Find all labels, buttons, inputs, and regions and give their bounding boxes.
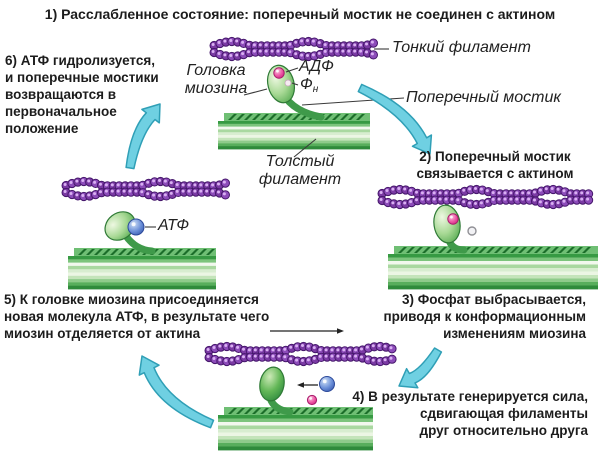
label-adp: АДФ	[299, 58, 334, 75]
adp-dot	[306, 394, 318, 406]
myosin-head	[104, 211, 156, 255]
myosin-head	[259, 366, 294, 416]
released-phosphate-dot	[467, 226, 477, 236]
label-pi: Фн	[300, 76, 319, 95]
nucleotide-molecules	[127, 67, 477, 406]
pi-dot	[284, 79, 292, 87]
step-6-line: 6) АТФ гидролизуется,	[5, 53, 155, 68]
step-3-text: 3) Фосфат выбрасывается, приводя к конфо…	[383, 291, 586, 342]
adp-dot	[273, 67, 285, 79]
label-cross-bridge: Поперечный мостик	[406, 89, 561, 106]
thin-filament	[377, 184, 594, 210]
thin-filament-actin-chains	[61, 36, 594, 367]
step-4-line: друг относительно друга	[419, 423, 589, 438]
label-myosin-head: Головка миозина	[184, 62, 248, 97]
step-4-line: 4) В результате генерируется сила,	[352, 389, 588, 404]
thick-filament	[218, 113, 370, 150]
atp-ball	[319, 376, 335, 392]
step-5-line: 5) К головке миозина присоединяется	[4, 292, 259, 307]
step-6-line: и поперечные мостики	[5, 70, 159, 85]
step-6-line: возвращаются в	[5, 87, 117, 102]
step-5-text: 5) К головке миозина присоединяется нова…	[4, 291, 269, 342]
step-4-line: сдвигающая филаменты	[419, 406, 588, 421]
step-2-line: 2) Поперечный мостик	[419, 149, 571, 164]
step-3-line: 3) Фосфат выбрасывается,	[401, 292, 586, 307]
thin-filament	[204, 341, 397, 367]
atp-binding-arrow	[297, 382, 318, 388]
step-1-text: 1) Расслабленное состояние: поперечный м…	[44, 6, 556, 22]
label-thick-filament: Толстый филамент	[258, 153, 342, 188]
small-black-arrows	[270, 328, 344, 388]
cycle-arrow-1-to-2	[357, 83, 433, 155]
cycle-arrows	[125, 83, 443, 429]
cycle-arrow-4-to-5	[138, 355, 215, 429]
cycle-arrow-3-to-4	[398, 347, 443, 389]
thick-filament	[68, 248, 216, 290]
thin-filament	[209, 36, 378, 62]
step-2-text: 2) Поперечный мостик связывается с актин…	[396, 148, 594, 182]
filament-slide-arrow	[270, 328, 344, 334]
myosin-head	[433, 204, 468, 254]
label-atp: АТФ	[158, 217, 190, 234]
step-5-line: новая молекула АТФ, в результате чего	[4, 309, 270, 324]
adp-dot	[447, 213, 459, 225]
step-5-line: миозин отделяется от актина	[4, 326, 201, 341]
thin-filament	[61, 176, 230, 202]
cycle-arrow-5-to-6	[125, 103, 161, 170]
step-2-line: связывается с актином	[416, 166, 574, 181]
step-6-line: первоначальное	[5, 104, 117, 119]
step-6-line: положение	[5, 121, 79, 136]
thick-filament	[218, 407, 373, 451]
step-3-line: приводя к конформационным	[383, 309, 586, 324]
thick-filament	[388, 246, 598, 290]
label-thin-filament: Тонкий филамент	[392, 39, 531, 56]
step-4-text: 4) В результате генерируется сила, сдвиг…	[352, 388, 588, 439]
step-6-text: 6) АТФ гидролизуется, и поперечные мости…	[5, 52, 159, 137]
atp-ball	[127, 218, 145, 236]
step-3-line: изменениям миозина	[443, 326, 586, 341]
